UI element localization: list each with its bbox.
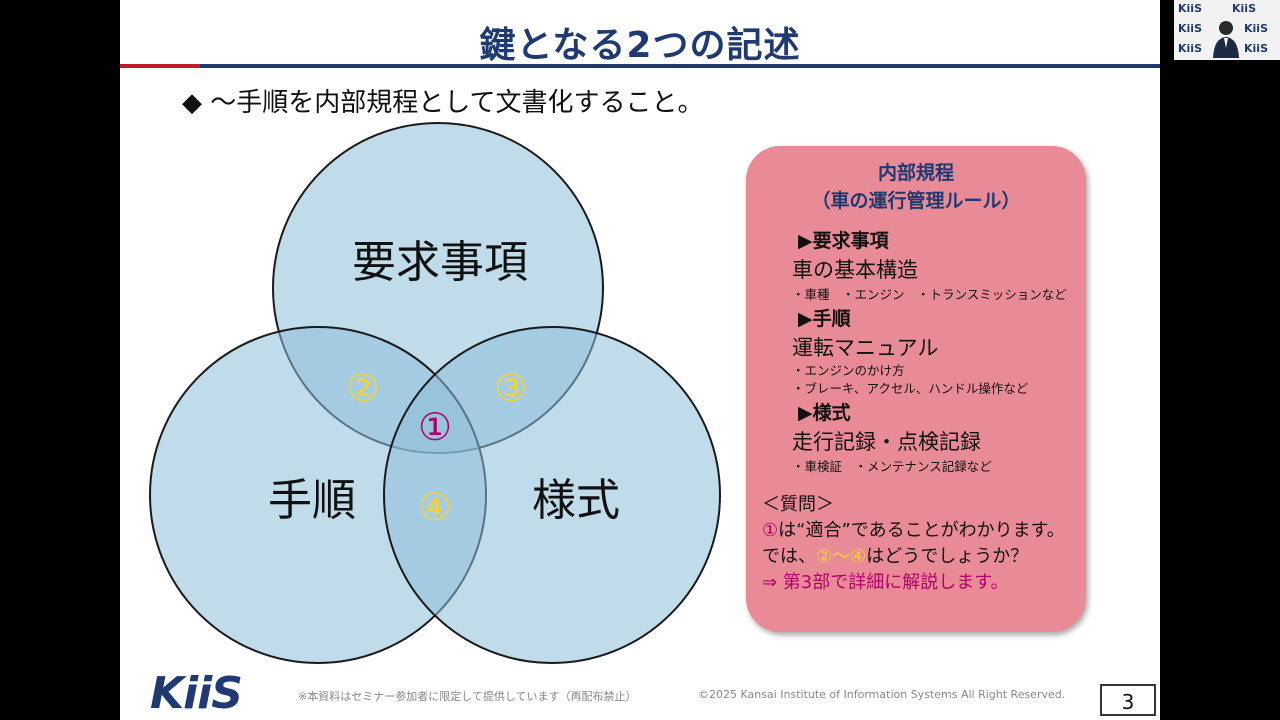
section-procedure-main: 運転マニュアル — [792, 336, 939, 360]
venn-circle-right — [383, 326, 721, 664]
section-procedure-sub1: ・エンジンのかけ方 — [792, 363, 905, 378]
presenter-video-thumbnail: KiiS KiiS KiiS KiiS KiiS KiiS — [1174, 0, 1280, 60]
venn-label-requirements: 要求事項 — [352, 237, 528, 288]
thumb-logo-2: KiiS — [1232, 2, 1256, 15]
section-requirements-head: ▶要求事項 — [798, 230, 889, 252]
section-form-main: 走行記録・点検記録 — [792, 430, 981, 454]
thumb-logo-3: KiiS — [1178, 22, 1202, 35]
question-post-2: はどうでしょうか？ — [866, 546, 1029, 567]
thumb-logo-1: KiiS — [1178, 2, 1202, 15]
venn-label-procedure: 手順 — [268, 475, 356, 526]
question-nums-2: ②～④ — [816, 546, 867, 567]
section-procedure-sub2: ・ブレーキ、アクセル、ハンドル操作など — [792, 381, 1029, 396]
venn-label-form: 様式 — [532, 475, 620, 526]
section-procedure-head: ▶手順 — [798, 308, 851, 330]
section-requirements-main: 車の基本構造 — [792, 258, 918, 282]
internal-rules-box: 内部規程 （車の運行管理ルール） ▶要求事項 車の基本構造 ・車種 ・エンジン … — [746, 146, 1086, 632]
slide: 鍵となる2つの記述 ◆ ～手順を内部規程として文書化すること。 要求事項 手順 … — [120, 0, 1160, 720]
venn-number-2: ② — [345, 366, 381, 410]
question-line-2: では、②～④はどうでしょうか？ — [762, 542, 1028, 568]
question-num-1: ① — [762, 520, 779, 541]
box-title: 内部規程 — [877, 162, 954, 184]
section-form-head: ▶様式 — [798, 402, 851, 424]
venn-number-4: ④ — [417, 485, 453, 529]
section-requirements-sub: ・車種 ・エンジン ・トランスミッションなど — [792, 287, 1067, 302]
question-line-1: ①は“適合”であることがわかります。 — [762, 516, 1065, 542]
footer-note: ※本資料はセミナー参加者に限定して提供しています（再配布禁止） — [298, 690, 637, 703]
section-form-sub: ・車検証 ・メンテナンス記録など — [792, 459, 992, 474]
question-line-3: ⇒ 第3部で詳細に解説します。 — [762, 572, 1009, 593]
venn-number-3: ③ — [493, 366, 529, 410]
thumb-logo-5: KiiS — [1178, 42, 1202, 55]
presenter-icon — [1213, 21, 1239, 58]
venn-diagram — [149, 122, 721, 664]
question-head: ＜質問＞ — [762, 494, 834, 515]
box-subtitle: （車の運行管理ルール） — [811, 190, 1021, 212]
question-text-1: は“適合”であることがわかります。 — [778, 520, 1065, 541]
thumb-logo-6: KiiS — [1244, 42, 1268, 55]
slide-bullet: ◆ ～手順を内部規程として文書化すること。 — [182, 88, 704, 118]
venn-number-1: ① — [417, 405, 453, 449]
slide-title: 鍵となる2つの記述 — [479, 25, 801, 66]
kiis-logo: KiiS — [150, 668, 243, 719]
title-rule-red — [120, 64, 200, 68]
question-pre-2: では、 — [762, 546, 816, 567]
page-number: 3 — [1100, 684, 1156, 716]
thumb-logo-4: KiiS — [1244, 22, 1268, 35]
title-rule-blue — [200, 64, 1160, 68]
footer-copyright: ©2025 Kansai Institute of Information Sy… — [698, 688, 1066, 701]
